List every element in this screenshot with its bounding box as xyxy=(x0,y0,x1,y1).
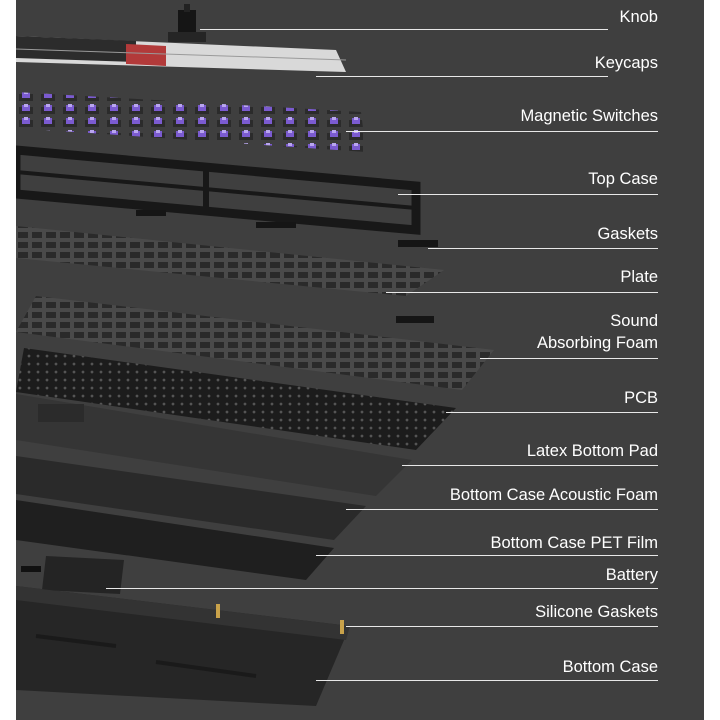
label-latex-bottom-pad: Latex Bottom Pad xyxy=(526,442,658,460)
label-sound-absorbing-foam: Sound Absorbing Foam xyxy=(537,310,658,354)
label-bottom-case-pet-film: Bottom Case PET Film xyxy=(490,534,659,552)
leader-line-bottom-case-acoustic-foam xyxy=(346,509,658,510)
knob-part xyxy=(168,4,206,42)
bottom-case-acoustic-foam-part xyxy=(16,456,366,540)
leader-line-magnetic-switches xyxy=(346,131,658,132)
leader-line-battery xyxy=(106,588,658,589)
gaskets-part xyxy=(396,240,438,323)
pcb-part xyxy=(16,348,456,450)
leader-line-top-case xyxy=(398,194,658,195)
label-battery: Battery xyxy=(605,566,658,584)
leader-line-knob xyxy=(200,29,608,30)
leader-line-gaskets xyxy=(428,248,658,249)
label-bottom-case-acoustic-foam: Bottom Case Acoustic Foam xyxy=(449,486,658,504)
label-knob: Knob xyxy=(619,8,658,26)
leader-line-sound-absorbing-foam xyxy=(480,358,658,359)
leader-line-silicone-gaskets xyxy=(346,626,658,627)
leader-line-bottom-case-pet-film xyxy=(316,555,658,556)
label-magnetic-switches: Magnetic Switches xyxy=(520,107,658,125)
bottom-case-part xyxy=(16,586,350,706)
label-sound-line1: Sound xyxy=(610,312,658,330)
label-gaskets: Gaskets xyxy=(597,225,658,243)
magnetic-switches-part xyxy=(16,92,366,152)
top-case-part xyxy=(16,145,421,235)
leader-line-latex-bottom-pad xyxy=(402,465,658,466)
bottom-case-pet-film-part xyxy=(16,500,334,580)
latex-bottom-pad-part xyxy=(16,394,412,496)
label-silicone-gaskets: Silicone Gaskets xyxy=(535,603,658,621)
sound-absorbing-foam-part xyxy=(16,296,494,390)
label-plate: Plate xyxy=(620,268,658,286)
label-top-case: Top Case xyxy=(588,170,658,188)
label-sound-line2: Absorbing Foam xyxy=(536,334,658,352)
label-pcb: PCB xyxy=(624,389,658,407)
leader-line-plate xyxy=(386,292,658,293)
label-keycaps: Keycaps xyxy=(594,54,658,72)
leader-line-pcb xyxy=(446,412,658,413)
leader-line-bottom-case xyxy=(316,680,658,681)
battery-part xyxy=(21,556,124,594)
keycaps-part xyxy=(16,36,347,72)
label-bottom-case: Bottom Case xyxy=(562,658,658,676)
plate-part xyxy=(16,226,444,296)
leader-line-keycaps xyxy=(316,76,608,77)
exploded-view-diagram: Knob Keycaps Magnetic Switches Top Case … xyxy=(16,0,704,720)
keyboard-layers-illustration xyxy=(16,4,494,706)
